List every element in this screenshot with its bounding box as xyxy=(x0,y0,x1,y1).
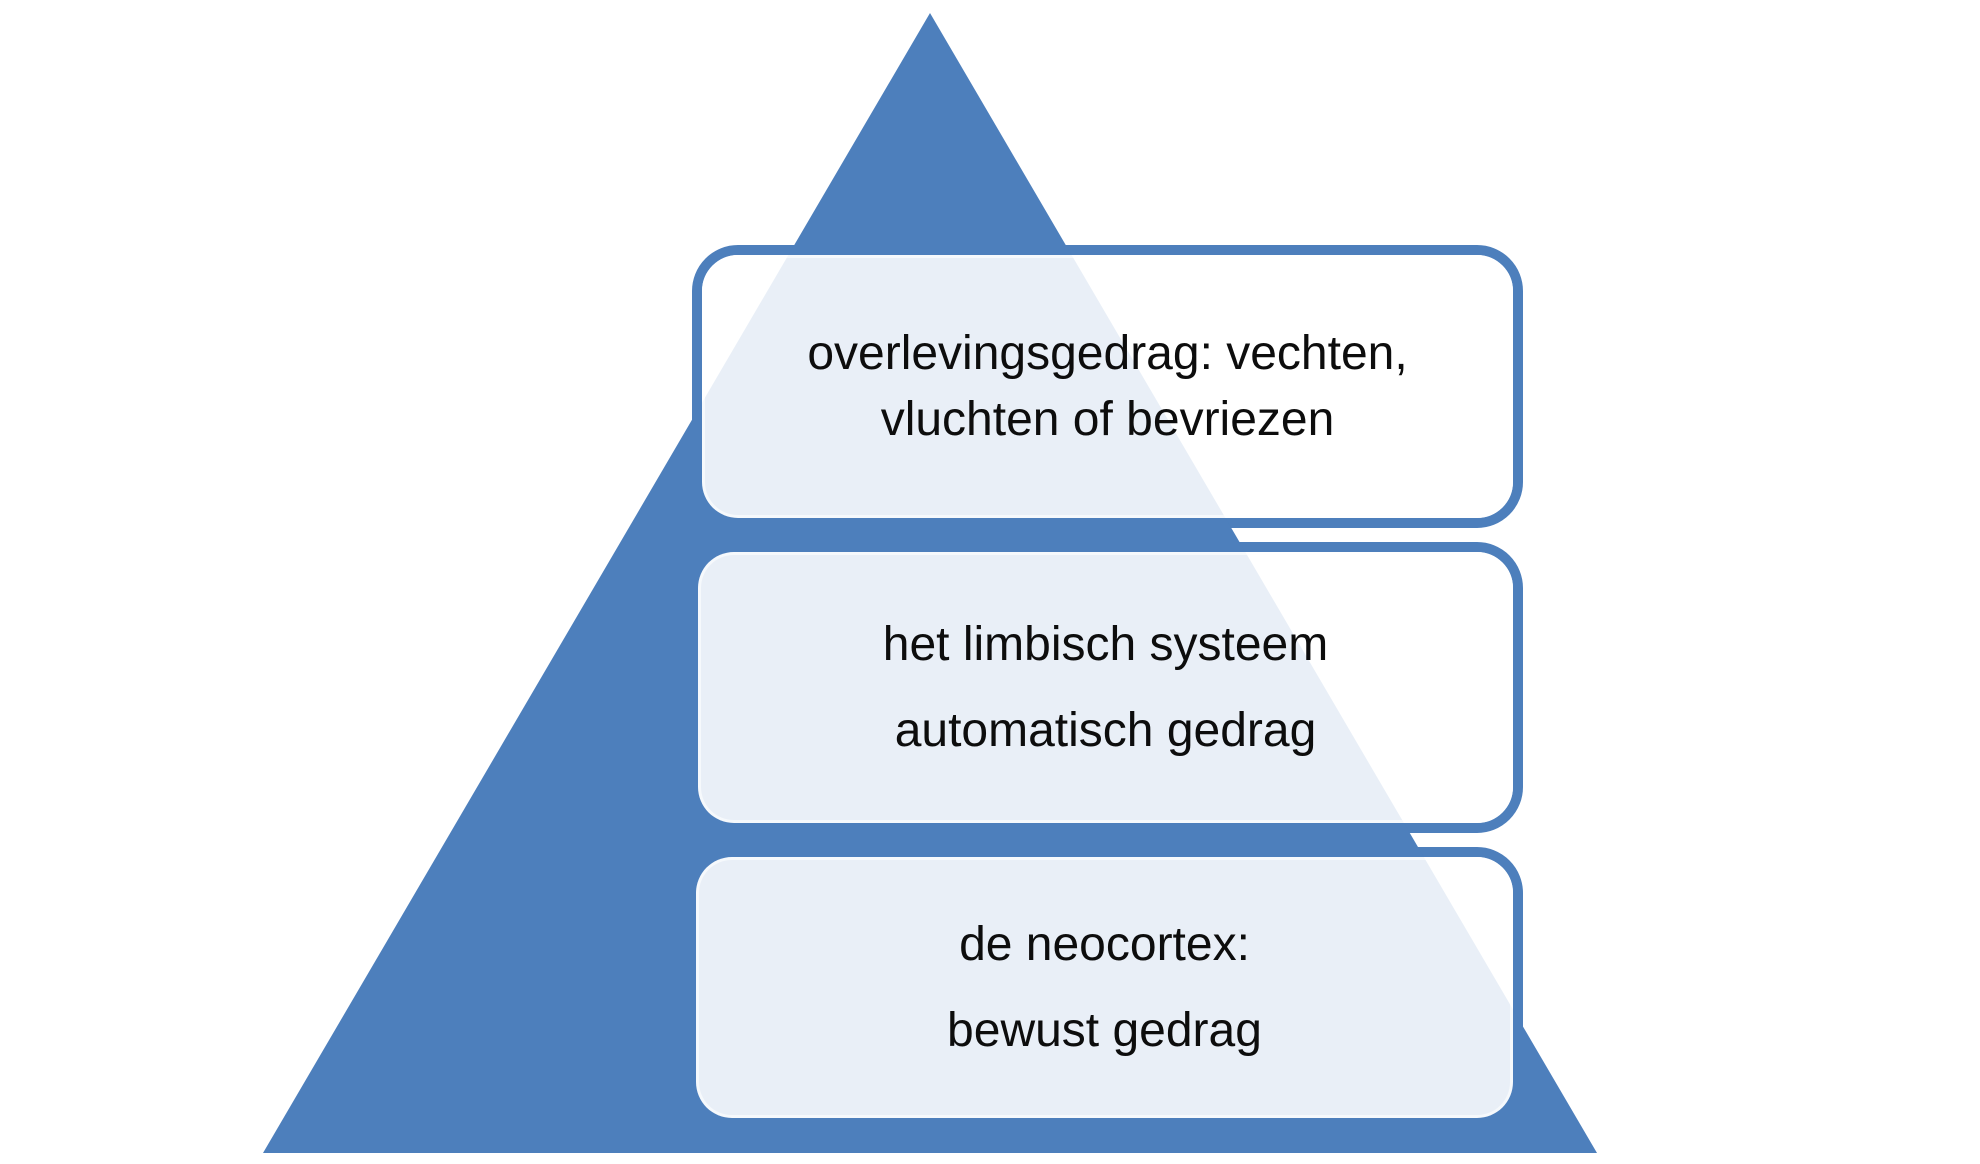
level-1-card: overlevingsgedrag: vechten, vluchten of … xyxy=(702,255,1513,518)
level-3-text-line-2: bewust gedrag xyxy=(947,1003,1262,1057)
level-1-text-line-1: overlevingsgedrag: vechten, xyxy=(807,326,1408,380)
level-3-card: de neocortex: bewust gedrag xyxy=(696,857,1513,1118)
level-1-text-line-2: vluchten of bevriezen xyxy=(880,392,1335,446)
level-2-text-line-1: het limbisch systeem xyxy=(882,617,1329,671)
level-2-text-line-2: automatisch gedrag xyxy=(894,703,1317,757)
level-2-card: het limbisch systeem automatisch gedrag xyxy=(698,552,1513,823)
level-3-text-line-1: de neocortex: xyxy=(959,917,1250,971)
